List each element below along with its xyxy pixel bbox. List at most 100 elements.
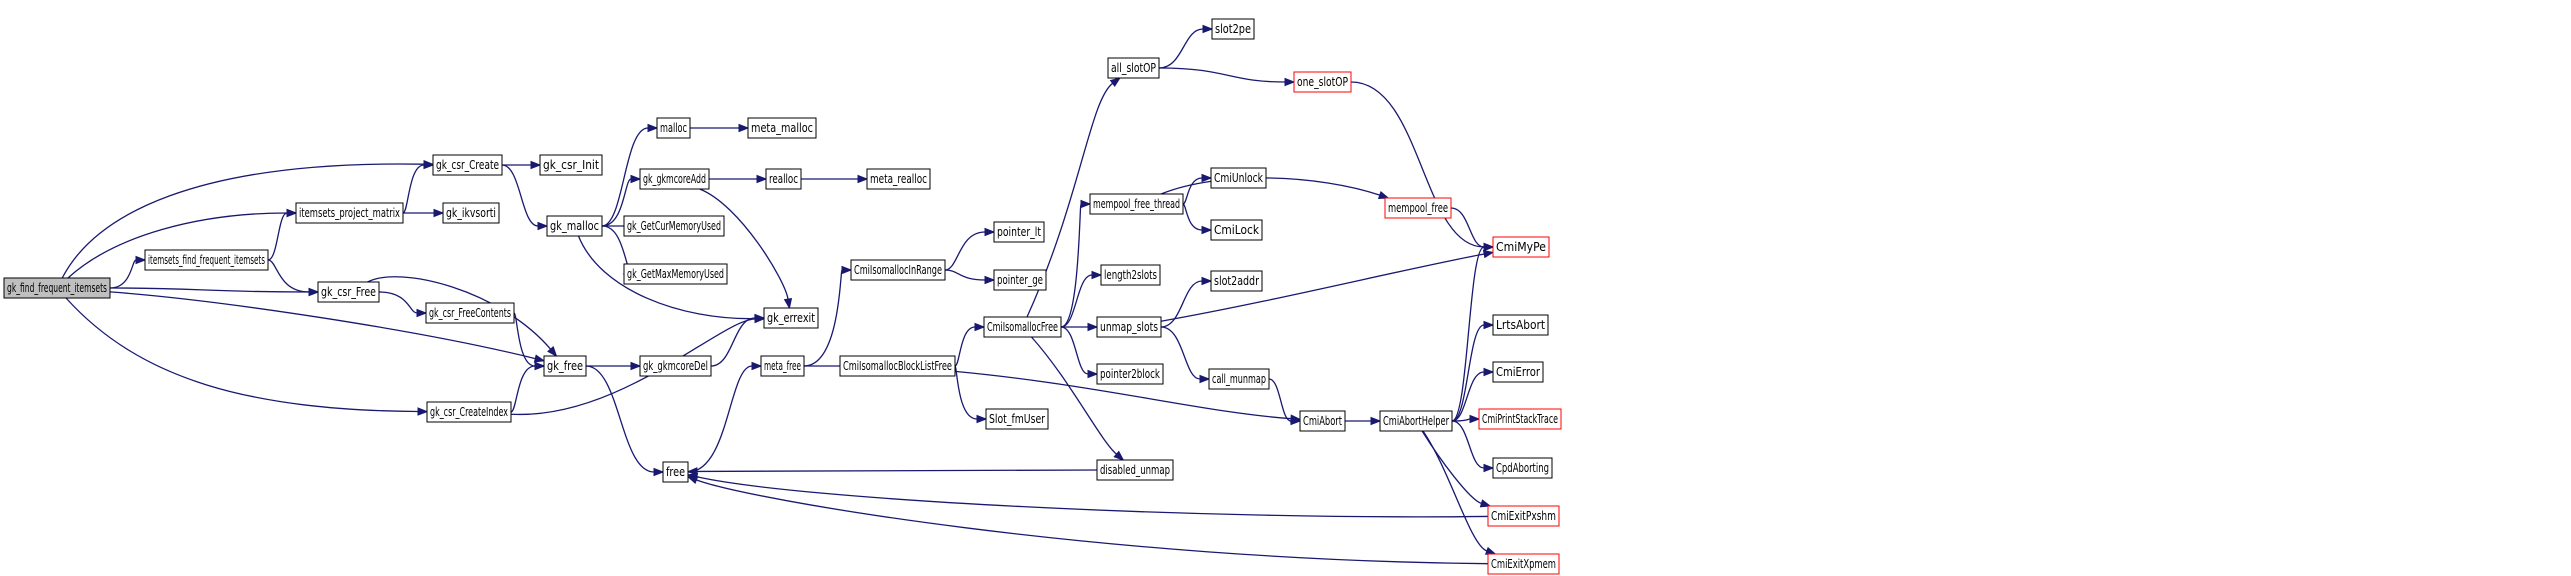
node-meta_realloc[interactable]: meta_realloc xyxy=(866,168,931,190)
edge-itemsets_project_matrix-to-gk_csr_Create xyxy=(402,164,425,214)
node-label: gk_GetCurMemoryUsed xyxy=(627,219,721,233)
edge-gk_find_frequent_itemsets-to-gk_csr_CreateIndex xyxy=(65,297,419,413)
node-Slot_fmUser[interactable]: Slot_fmUser xyxy=(985,408,1049,430)
node-gk_csr_Free[interactable]: gk_csr_Free xyxy=(317,281,380,303)
node-box xyxy=(1299,410,1346,432)
edge-gk_find_frequent_itemsets-to-gk_free xyxy=(109,291,536,360)
node-label: free xyxy=(666,465,685,479)
node-label: mempool_free xyxy=(1388,201,1448,215)
arrowhead-itemsets_project_matrix-to-gk_csr_Create xyxy=(423,160,435,170)
node-malloc[interactable]: malloc xyxy=(656,117,691,139)
node-gk_GetCurMemoryUsed[interactable]: gk_GetCurMemoryUsed xyxy=(623,215,725,237)
node-free[interactable]: free xyxy=(662,461,689,483)
node-box xyxy=(1096,316,1162,338)
node-CmiIsomallocFree[interactable]: CmiIsomallocFree xyxy=(983,316,1062,338)
node-disabled_unmap[interactable]: disabled_unmap xyxy=(1096,459,1174,481)
arrowhead-CmiAbortHelper-to-LrtsAbort xyxy=(1483,320,1495,330)
node-CmiUnlock[interactable]: CmiUnlock xyxy=(1210,167,1267,189)
node-slot2addr[interactable]: slot2addr xyxy=(1210,270,1263,292)
edge-gk_gkmcoreDel-to-gk_errexit xyxy=(710,317,756,367)
node-gk_csr_FreeContents[interactable]: gk_csr_FreeContents xyxy=(425,302,515,324)
node-all_slotOP[interactable]: all_slotOP xyxy=(1107,57,1160,79)
node-length2slots[interactable]: length2slots xyxy=(1100,264,1161,286)
node-unmap_slots[interactable]: unmap_slots xyxy=(1096,316,1162,338)
node-box xyxy=(1379,410,1453,432)
node-box xyxy=(662,461,689,483)
node-one_slotOP[interactable]: one_slotOP xyxy=(1293,71,1352,93)
node-label: unmap_slots xyxy=(1100,320,1158,334)
node-LrtsAbort[interactable]: LrtsAbort xyxy=(1492,314,1549,336)
node-label: meta_free xyxy=(764,359,801,373)
edge-gk_malloc-to-malloc xyxy=(601,127,649,227)
edge-gk_find_frequent_itemsets-to-gk_csr_Create xyxy=(61,163,425,279)
edge-CmiAbortHelper-to-CmiExitXpmem xyxy=(1422,430,1488,552)
node-gk_csr_CreateIndex[interactable]: gk_csr_CreateIndex xyxy=(426,401,512,423)
edge-itemsets_find_frequent_itemsets-to-gk_csr_Free xyxy=(267,259,310,293)
node-box xyxy=(539,154,603,176)
node-label: gk_csr_Create xyxy=(436,158,499,172)
node-gk_gkmcoreDel[interactable]: gk_gkmcoreDel xyxy=(639,355,712,377)
node-mempool_free[interactable]: mempool_free xyxy=(1384,197,1452,219)
node-label: pointer_ge xyxy=(997,273,1043,287)
node-box xyxy=(1089,193,1184,215)
node-gk_free[interactable]: gk_free xyxy=(543,355,587,377)
arrowhead-gk_free-to-gk_gkmcoreDel xyxy=(630,361,642,371)
node-realloc[interactable]: realloc xyxy=(765,168,802,190)
node-label: CmiIsomallocBlockListFree xyxy=(843,359,952,373)
node-CpdAborting[interactable]: CpdAborting xyxy=(1492,457,1553,479)
node-gk_find_frequent_itemsets[interactable]: gk_find_frequent_itemsets xyxy=(3,277,111,299)
node-call_munmap[interactable]: call_munmap xyxy=(1208,368,1270,390)
arrowhead-gk_csr_CreateIndex-to-gk_free xyxy=(534,361,546,371)
node-gk_csr_Create[interactable]: gk_csr_Create xyxy=(432,154,503,176)
node-mempool_free_thread[interactable]: mempool_free_thread xyxy=(1089,193,1184,215)
node-gk_errexit[interactable]: gk_errexit xyxy=(763,307,819,329)
node-CmiIsomallocInRange[interactable]: CmiIsomallocInRange xyxy=(850,259,946,281)
node-meta_free[interactable]: meta_free xyxy=(760,355,805,377)
node-label: CmiAbort xyxy=(1303,414,1342,428)
node-slot2pe[interactable]: slot2pe xyxy=(1211,18,1255,40)
edge-mempool_free_thread-to-mempool_free xyxy=(1160,177,1380,196)
node-box xyxy=(1487,553,1560,575)
node-label: meta_realloc xyxy=(870,172,927,186)
node-CmiPrintStackTrace[interactable]: CmiPrintStackTrace xyxy=(1478,408,1562,430)
node-CmiAbortHelper[interactable]: CmiAbortHelper xyxy=(1379,410,1453,432)
node-CmiAbort[interactable]: CmiAbort xyxy=(1299,410,1346,432)
node-gk_GetMaxMemoryUsed[interactable]: gk_GetMaxMemoryUsed xyxy=(623,263,728,285)
node-CmiMyPe[interactable]: CmiMyPe xyxy=(1492,236,1550,258)
node-gk_malloc[interactable]: gk_malloc xyxy=(546,215,603,237)
node-itemsets_find_frequent_itemsets[interactable]: itemsets_find_frequent_itemsets xyxy=(144,249,269,271)
arrowhead-gk_csr_Free-to-gk_free xyxy=(547,346,558,358)
node-CmiError[interactable]: CmiError xyxy=(1492,361,1544,383)
node-CmiIsomallocBlockListFree[interactable]: CmiIsomallocBlockListFree xyxy=(839,355,956,377)
edge-CmiIsomallocBlockListFree-to-CmiIsomallocFree xyxy=(954,326,976,367)
node-label: gk_csr_Init xyxy=(543,158,599,172)
node-meta_malloc[interactable]: meta_malloc xyxy=(747,117,817,139)
node-label: gk_find_frequent_itemsets xyxy=(7,281,107,295)
node-pointer_ge[interactable]: pointer_ge xyxy=(993,269,1047,291)
node-pointer2block[interactable]: pointer2block xyxy=(1096,363,1164,385)
node-gk_gkmcoreAdd[interactable]: gk_gkmcoreAdd xyxy=(639,168,710,190)
edge-CmiExitPxshm-to-free xyxy=(696,476,1489,518)
arrowhead-unmap_slots-to-slot2addr xyxy=(1201,276,1213,286)
node-box xyxy=(656,117,691,139)
node-box xyxy=(1211,18,1255,40)
edge-CmiAbortHelper-to-LrtsAbort xyxy=(1451,324,1485,422)
arrowhead-gk_csr_Create-to-gk_csr_Init xyxy=(530,160,542,170)
node-itemsets_project_matrix[interactable]: itemsets_project_matrix xyxy=(295,202,404,224)
arrowhead-CmiIsomallocInRange-to-pointer_lt xyxy=(984,227,996,237)
node-CmiExitXpmem[interactable]: CmiExitXpmem xyxy=(1487,553,1560,575)
arrowhead-gk_gkmcoreAdd-to-realloc xyxy=(756,174,768,184)
node-label: slot2pe xyxy=(1215,22,1251,36)
arrowhead-CmiAbortHelper-to-CmiExitPxshm xyxy=(1479,499,1492,508)
node-gk_ikvsorti[interactable]: gk_ikvsorti xyxy=(442,202,500,224)
node-label: meta_malloc xyxy=(751,121,813,135)
arrowhead-CmiAbortHelper-to-CmiPrintStackTrace xyxy=(1469,414,1481,424)
node-pointer_lt[interactable]: pointer_lt xyxy=(993,221,1045,243)
arrowhead-CmiAbortHelper-to-CmiError xyxy=(1483,367,1495,377)
node-gk_csr_Init[interactable]: gk_csr_Init xyxy=(539,154,603,176)
node-box xyxy=(1100,264,1161,286)
node-CmiLock[interactable]: CmiLock xyxy=(1210,219,1263,241)
node-box xyxy=(866,168,931,190)
node-CmiExitPxshm[interactable]: CmiExitPxshm xyxy=(1487,505,1560,527)
